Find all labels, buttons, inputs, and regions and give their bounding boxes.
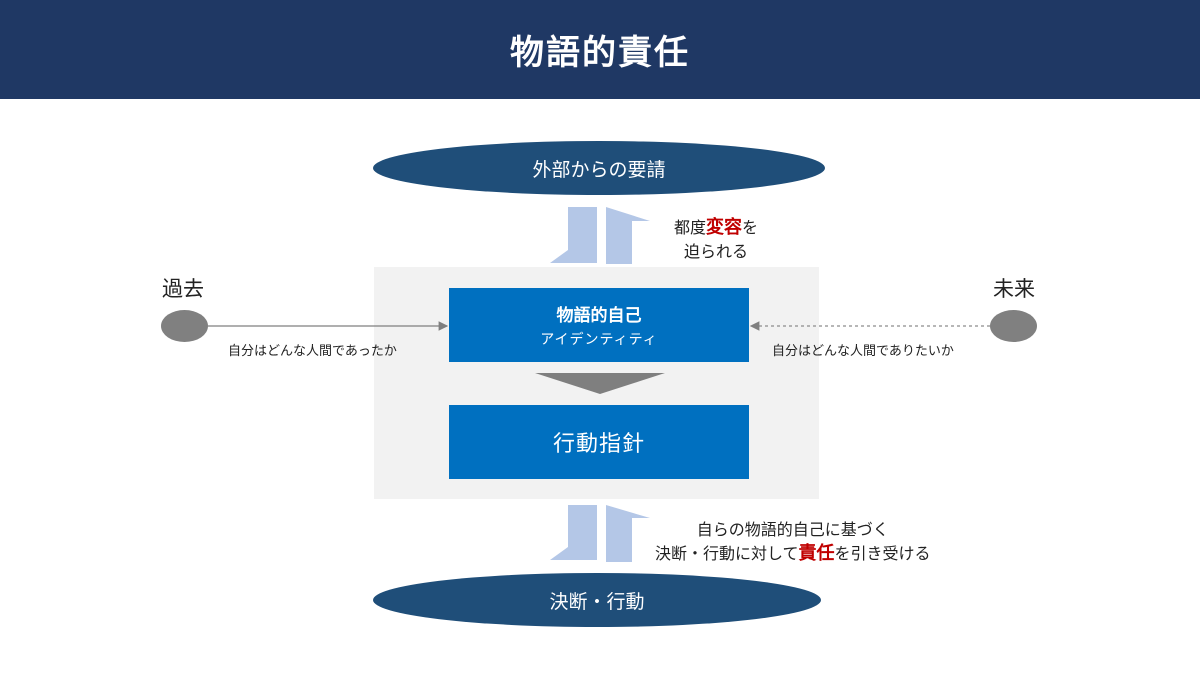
decision-action-ellipse: 決断・行動 bbox=[373, 573, 821, 627]
past-caption: 自分はどんな人間であったか bbox=[228, 344, 397, 359]
external-demand-ellipse: 外部からの要請 bbox=[373, 141, 825, 195]
past-label: 過去 bbox=[162, 277, 204, 301]
top-up-arrow-icon bbox=[606, 207, 650, 264]
responsibility-note-line1: 自らの物語的自己に基づく bbox=[696, 520, 889, 539]
future-node bbox=[990, 310, 1037, 342]
past-node bbox=[161, 310, 208, 342]
future-caption: 自分はどんな人間でありたいか bbox=[772, 344, 954, 359]
narrative-self-subtitle: アイデンティティ bbox=[540, 332, 658, 348]
bottom-up-arrow-icon bbox=[606, 505, 650, 562]
action-guideline-label: 行動指針 bbox=[552, 432, 645, 457]
transformation-note-line2: 迫られる bbox=[684, 242, 749, 261]
header-bar: 物語的責任 bbox=[0, 0, 1200, 99]
page-title: 物語的責任 bbox=[510, 33, 690, 73]
transformation-note-line1: 都度変容を bbox=[674, 216, 758, 240]
note-text: 決断・行動に対して bbox=[655, 544, 799, 563]
note-text: 都度 bbox=[674, 218, 707, 237]
narrative-self-title: 物語的自己 bbox=[556, 306, 642, 326]
responsibility-note: 自らの物語的自己に基づく 決断・行動に対して責任を引き受ける bbox=[655, 518, 931, 566]
future-label: 未来 bbox=[993, 277, 1035, 301]
top-down-arrow-icon bbox=[550, 207, 597, 263]
note-highlight: 責任 bbox=[798, 543, 835, 564]
responsibility-note-line2: 決断・行動に対して責任を引き受ける bbox=[655, 542, 931, 566]
note-text: を引き受ける bbox=[834, 544, 931, 563]
decision-action-label: 決断・行動 bbox=[549, 590, 645, 613]
bottom-down-arrow-icon bbox=[550, 505, 597, 560]
external-demand-label: 外部からの要請 bbox=[532, 158, 666, 181]
narrative-self-box: 物語的自己 アイデンティティ bbox=[449, 288, 749, 362]
transformation-note: 都度変容を 迫られる bbox=[674, 216, 758, 264]
action-guideline-box: 行動指針 bbox=[449, 405, 749, 479]
note-highlight: 変容 bbox=[706, 217, 743, 238]
down-arrow-triangle bbox=[535, 373, 665, 394]
note-text: を bbox=[742, 218, 759, 237]
